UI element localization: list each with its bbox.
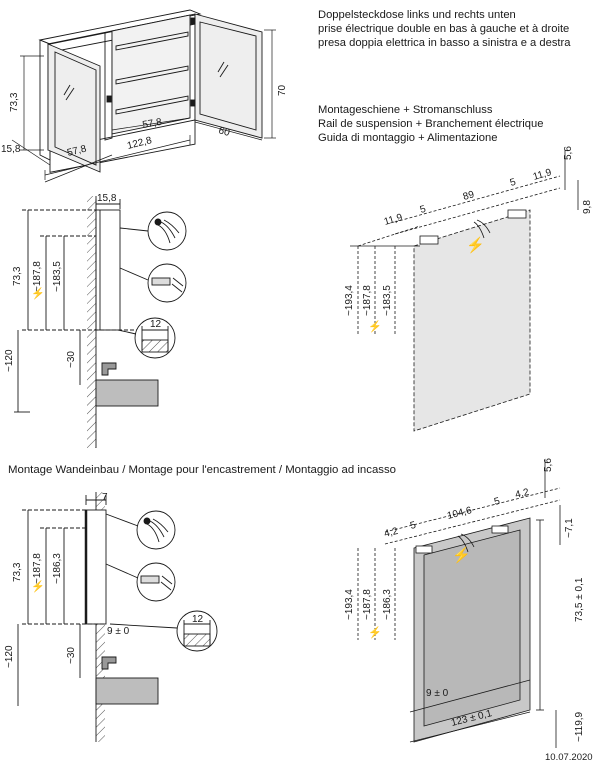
recessed-front-w-5a: 5 <box>409 520 417 532</box>
surface-side-h3: ~183,5 <box>52 261 63 292</box>
surface-side-h2: ~187,8 <box>32 261 43 292</box>
recessed-front-w-right: 4,2 <box>514 487 531 501</box>
surface-detail-12: 12 <box>150 319 162 330</box>
socket-note: Doppelsteckdose links und rechts unten p… <box>318 8 570 50</box>
recessed-side-view <box>17 492 159 742</box>
bolt-icon-front-1: ⚡ <box>368 320 382 333</box>
recessed-side-h4: ~120 <box>4 645 15 668</box>
bolt-icon-front-3: ⚡ <box>368 626 382 639</box>
recessed-front-right-drop: ~7,1 <box>564 518 575 538</box>
recessed-side-h3: ~186,3 <box>52 553 63 584</box>
cable-callout-icon <box>119 211 187 251</box>
rail-callout-icon-2 <box>105 562 176 602</box>
surface-front-w-right: 11,9 <box>532 167 553 183</box>
recessed-front-h1: ~193,4 <box>344 589 355 620</box>
cabinet-door-left: 57,8 <box>66 143 88 158</box>
surface-front-view <box>350 150 579 432</box>
surface-front-w-5a: 5 <box>419 204 428 216</box>
cabinet-depth: 15,8 <box>1 144 21 155</box>
rail-note-fr: Rail de suspension + Branchement électri… <box>318 118 544 130</box>
surface-front-top-offset: 5,6 <box>563 146 574 160</box>
socket-note-de: Doppelsteckdose links und rechts unten <box>318 9 516 21</box>
recessed-side-gap: 9 ± 0 <box>107 626 130 637</box>
surface-front-w-mid: 89 <box>462 189 476 203</box>
recessed-front-height-box: 73,5 ± 0,1 <box>574 577 585 622</box>
rail-callout-icon <box>119 263 187 303</box>
surface-front-w-left: 11,9 <box>383 212 404 228</box>
cabinet-dimension-lines <box>11 29 276 183</box>
detail-callout-recessed <box>109 610 218 652</box>
cabinet-height-right: 70 <box>277 84 288 96</box>
surface-side-depth: 15,8 <box>97 193 117 204</box>
surface-front-h2: ~187,8 <box>362 285 373 316</box>
surface-front-h1: ~193,4 <box>344 285 355 316</box>
recessed-side-h5: ~30 <box>66 647 77 664</box>
rail-note: Montageschiene + Stromanschluss Rail de … <box>318 103 543 145</box>
cabinet-width-total: 122,8 <box>126 135 153 152</box>
surface-side-h4: ~120 <box>4 349 15 372</box>
surface-side-h5: ~30 <box>66 351 77 368</box>
cabinet-width-inner: 60 <box>217 125 231 139</box>
recessed-front-h3: ~186,3 <box>382 589 393 620</box>
recessed-front-w-5b: 5 <box>493 496 501 508</box>
surface-front-h3: ~183,5 <box>382 285 393 316</box>
recessed-front-h2: ~187,8 <box>362 589 373 620</box>
recessed-front-bottom: ~119,9 <box>574 711 585 742</box>
socket-note-fr: prise électrique double en bas à gauche … <box>318 23 570 35</box>
cabinet-height-left: 73,3 <box>9 92 20 112</box>
recessed-front-gap: 9 ± 0 <box>426 688 449 699</box>
surface-front-w-5b: 5 <box>509 177 518 189</box>
cable-callout-icon-2 <box>105 510 176 550</box>
recessed-side-h1: 73,3 <box>12 562 23 582</box>
bolt-icon-side-1: ⚡ <box>31 287 45 300</box>
cabinet-isometric <box>38 9 263 173</box>
recessed-detail-12: 12 <box>192 614 204 625</box>
surface-front-right-drop: 9,8 <box>582 200 593 214</box>
recessed-front-w-left: 4,2 <box>383 526 400 540</box>
surface-side-h1: 73,3 <box>12 266 23 286</box>
socket-note-it: presa doppia elettrica in basso a sinist… <box>318 37 571 49</box>
recessed-front-top-offset: 5,6 <box>543 458 554 472</box>
recessed-side-h2: ~187,8 <box>32 553 43 584</box>
bolt-icon-front-2: ⚡ <box>466 236 485 254</box>
surface-side-view <box>14 196 159 448</box>
recessed-side-depth: 7 <box>102 492 108 503</box>
recessed-front-w-mid: 104,6 <box>446 505 473 522</box>
recessed-front-view <box>357 460 561 748</box>
recessed-title: Montage Wandeinbau / Montage pour l'enca… <box>8 464 397 476</box>
detail-callout-surface <box>117 317 176 359</box>
bolt-icon-side-2: ⚡ <box>31 580 45 593</box>
rail-note-de: Montageschiene + Stromanschluss <box>318 104 493 116</box>
cabinet-door-mid: 57,8 <box>142 117 164 131</box>
date-label: 10.07.2020 <box>545 752 593 763</box>
rail-note-it: Guida di montaggio + Alimentazione <box>318 132 498 144</box>
bolt-icon-front-4: ⚡ <box>452 546 471 564</box>
